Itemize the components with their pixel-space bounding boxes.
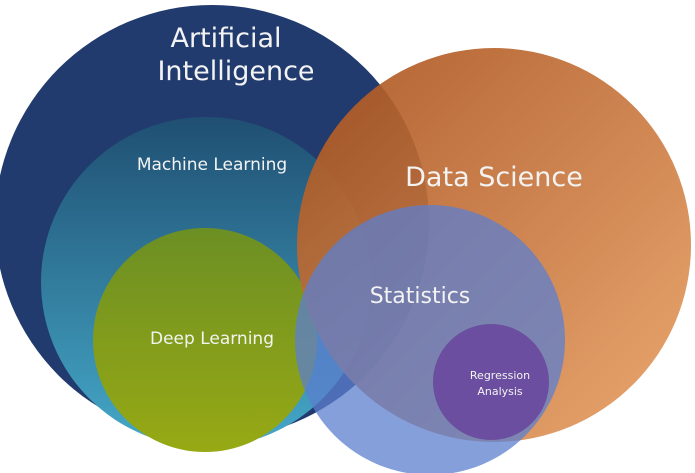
ds-label: Data Science xyxy=(405,162,583,193)
stats-label: Statistics xyxy=(370,284,471,309)
ai-label-line2: Intelligence xyxy=(157,56,314,87)
regression-label-line1: Regression xyxy=(470,369,530,382)
regression-label-line2: Analysis xyxy=(477,385,523,398)
dl-circle xyxy=(93,228,317,452)
ai-label-line1: Artificial xyxy=(170,23,281,54)
dl-label: Deep Learning xyxy=(150,329,274,349)
regression-circle xyxy=(433,324,549,440)
ml-label: Machine Learning xyxy=(137,155,287,175)
